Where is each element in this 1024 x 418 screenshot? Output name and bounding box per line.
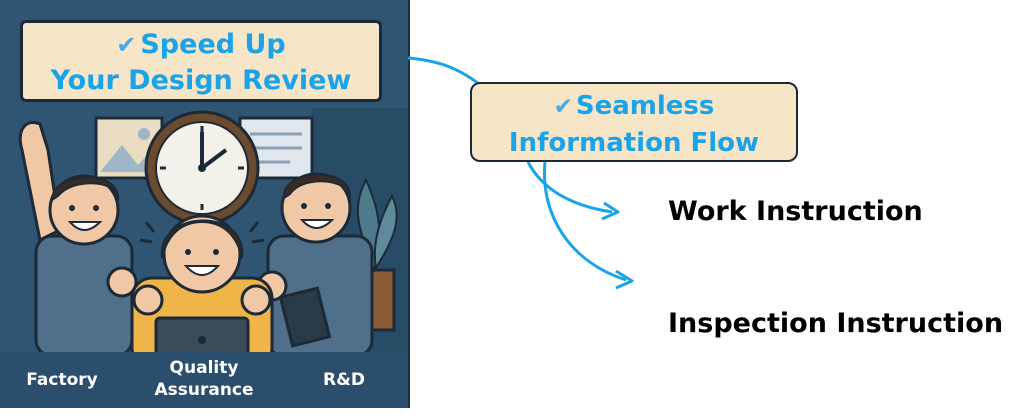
arrow-to-work-instruction <box>526 161 613 214</box>
inspection-instruction-label: Inspection Instruction <box>668 308 1004 339</box>
speed-up-title-line1: ✔Speed Up <box>116 29 286 60</box>
arrowhead-inspection <box>615 269 634 290</box>
role-assurance: Assurance <box>154 380 254 400</box>
role-quality: Quality <box>169 358 239 378</box>
check-icon: ✔ <box>116 31 137 59</box>
work-instruction-label: Work Instruction <box>668 196 923 227</box>
flow-title-line1: ✔Seamless <box>553 91 715 121</box>
information-flow-box: ✔Seamless Information Flow <box>470 82 798 162</box>
arrow-to-inspection-instruction <box>542 161 627 282</box>
speed-up-title-box: ✔Speed Up Your Design Review <box>20 20 382 102</box>
office-scene <box>0 108 408 408</box>
role-rd: R&D <box>322 370 366 390</box>
illustration-panel: ✔Speed Up Your Design Review Factory Qua… <box>0 0 410 408</box>
role-bar <box>0 352 408 408</box>
picture-sun <box>138 128 150 140</box>
flow-title-line2: Information Flow <box>508 128 760 158</box>
role-factory: Factory <box>26 370 98 390</box>
arrowhead-work <box>601 201 620 221</box>
role-quality-assurance: Quality Assurance <box>148 357 260 401</box>
factory-head <box>48 174 120 246</box>
clock-hour-hand <box>200 148 228 170</box>
rd-clipboard <box>278 286 332 348</box>
speed-up-title-line2: Your Design Review <box>50 65 352 96</box>
check-icon: ✔ <box>553 94 573 120</box>
